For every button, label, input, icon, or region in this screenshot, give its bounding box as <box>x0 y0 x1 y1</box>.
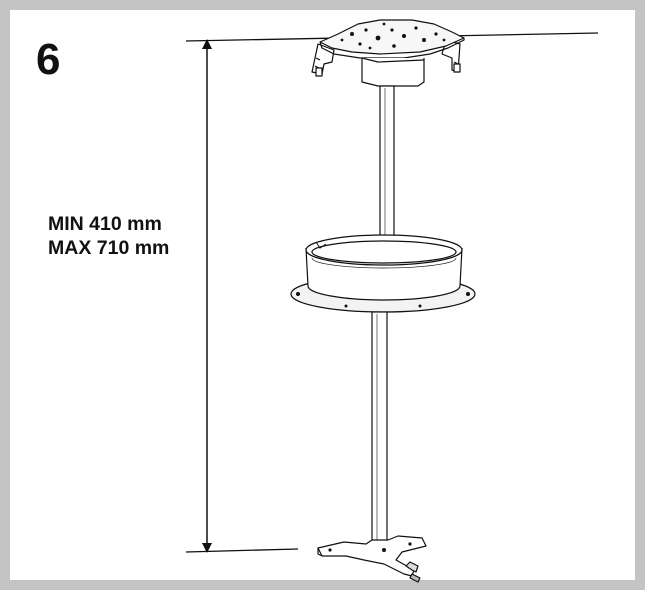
min-length-label: MIN 410 mm <box>48 213 162 235</box>
trim-ring <box>290 234 476 313</box>
lower-pole <box>371 311 388 543</box>
bottom-reference-line <box>185 548 299 553</box>
top-mounting-plate <box>311 19 465 87</box>
dimension-label: MIN 410 mm MAX 710 mm <box>48 212 169 260</box>
bottom-bracket <box>317 535 427 583</box>
max-length-label: MAX 710 mm <box>48 237 170 259</box>
step-number: 6 <box>36 35 61 84</box>
